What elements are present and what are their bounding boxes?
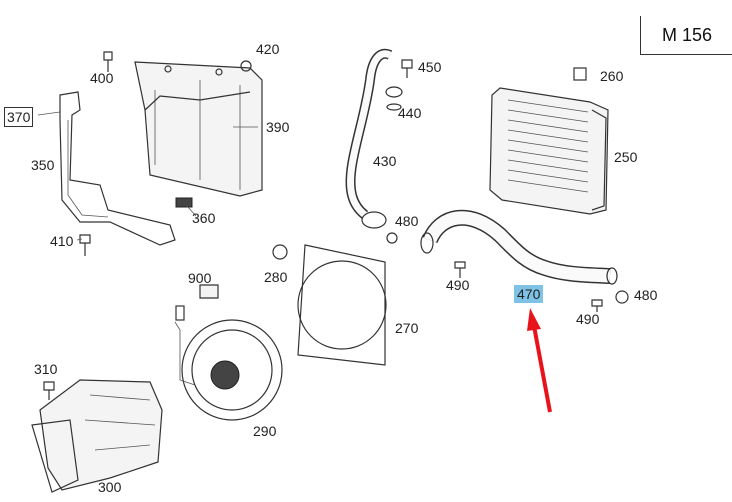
callout-430[interactable]: 430 (373, 153, 397, 169)
fan-290-drawing (174, 284, 283, 421)
highlight-arrow (527, 308, 552, 413)
pipe-470-drawing (386, 209, 629, 312)
callout-490-right[interactable]: 490 (576, 311, 600, 327)
model-code: M 156 (661, 24, 713, 45)
shroud-panel-390-drawing (134, 61, 263, 197)
screws-drawing (79, 51, 252, 256)
callout-480-right[interactable]: 480 (634, 287, 658, 303)
callout-370[interactable]: 370 (4, 107, 34, 127)
fitting-440-450-drawing (385, 59, 413, 111)
callout-450[interactable]: 450 (418, 59, 442, 75)
callout-480-top[interactable]: 480 (395, 213, 419, 229)
fan-frame-270-drawing (272, 244, 387, 366)
hose-430-drawing (345, 48, 393, 229)
callout-290[interactable]: 290 (253, 423, 277, 439)
radiator-250-drawing (489, 67, 609, 215)
callout-470-highlighted[interactable]: 470 (514, 285, 544, 303)
callout-350[interactable]: 350 (31, 157, 55, 173)
callout-280[interactable]: 280 (264, 269, 288, 285)
callout-310[interactable]: 310 (34, 361, 58, 377)
callout-410[interactable]: 410 (50, 233, 74, 249)
callout-270[interactable]: 270 (395, 320, 419, 336)
callout-900[interactable]: 900 (188, 270, 212, 286)
bracket-350-drawing (59, 91, 176, 246)
callout-440[interactable]: 440 (398, 105, 422, 121)
callout-360[interactable]: 360 (192, 210, 216, 226)
leader-lines (37, 111, 258, 241)
air-duct-300-drawing (31, 379, 163, 493)
model-code-box: M 156 (640, 16, 732, 55)
callout-300[interactable]: 300 (98, 479, 122, 495)
callout-490-left[interactable]: 490 (446, 277, 470, 293)
callout-390[interactable]: 390 (266, 119, 290, 135)
callout-420[interactable]: 420 (256, 41, 280, 57)
callout-260[interactable]: 260 (600, 68, 624, 84)
callout-250[interactable]: 250 (614, 149, 638, 165)
clip-360-drawing (175, 197, 193, 208)
callout-400[interactable]: 400 (90, 70, 114, 86)
